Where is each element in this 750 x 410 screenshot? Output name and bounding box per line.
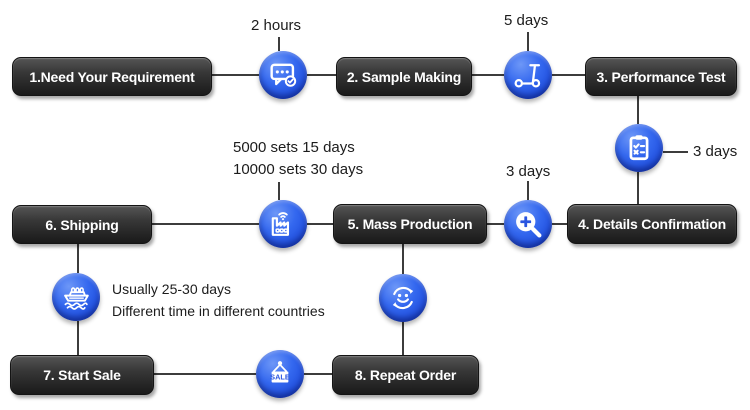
step-details-confirmation: 4. Details Confirmation bbox=[567, 204, 737, 244]
connector-line bbox=[485, 223, 504, 225]
connector-line bbox=[527, 181, 529, 200]
ship-glyph bbox=[64, 287, 89, 310]
connector-line bbox=[152, 373, 256, 375]
step-label: 1.Need Your Requirement bbox=[29, 68, 195, 85]
duration-test: 5 days bbox=[504, 12, 549, 29]
chat-check-glyph bbox=[270, 63, 297, 87]
connector-line bbox=[552, 223, 567, 225]
step-start-sale: 7. Start Sale bbox=[10, 355, 154, 395]
connector-line bbox=[307, 74, 336, 76]
connector-line bbox=[304, 373, 332, 375]
connector-line bbox=[470, 74, 504, 76]
connector-line bbox=[402, 242, 404, 274]
step-label: 3. Performance Test bbox=[596, 68, 726, 85]
connector-line bbox=[527, 32, 529, 51]
magnifier-plus-icon bbox=[504, 200, 552, 248]
production-capacity-line1: 5000 sets 15 days bbox=[233, 139, 355, 156]
step-sample-making: 2. Sample Making bbox=[336, 57, 472, 96]
shipping-note-line1: Usually 25-30 days bbox=[112, 281, 232, 297]
sale-sign-icon: SALE bbox=[256, 350, 304, 398]
step-label: 2. Sample Making bbox=[346, 68, 462, 85]
sale-sign-text: SALE bbox=[270, 373, 290, 382]
step-label: 5. Mass Production bbox=[347, 216, 473, 232]
connector-line bbox=[307, 223, 333, 225]
shipping-time-note: Usually 25-30 days Different time in dif… bbox=[112, 278, 325, 322]
shipping-note-line2: Different time in different countries bbox=[112, 303, 325, 319]
connector-line bbox=[663, 151, 688, 153]
step-label: 4. Details Confirmation bbox=[578, 216, 726, 232]
step-repeat-order: 8. Repeat Order bbox=[332, 355, 479, 395]
connector-line bbox=[637, 172, 639, 204]
step-performance-test: 3. Performance Test bbox=[585, 57, 737, 96]
smiley-repeat-glyph bbox=[392, 286, 414, 310]
step-shipping: 6. Shipping bbox=[12, 205, 152, 244]
step-label: 7. Start Sale bbox=[43, 367, 121, 383]
factory-icon bbox=[259, 200, 307, 248]
magnifier-glyph bbox=[516, 212, 542, 238]
duration-production-check: 3 days bbox=[506, 163, 551, 180]
connector-line bbox=[278, 37, 280, 51]
scooter-icon bbox=[504, 51, 552, 99]
connector-line bbox=[552, 74, 585, 76]
sale-sign-glyph: SALE bbox=[270, 361, 290, 383]
connector-line bbox=[278, 182, 280, 200]
production-capacity-note: 5000 sets 15 days 10000 sets 30 days bbox=[233, 137, 363, 181]
duration-sample: 2 hours bbox=[251, 17, 302, 34]
connector-line bbox=[637, 94, 639, 124]
step-need-your-requirement: 1.Need Your Requirement bbox=[12, 57, 212, 96]
step-label: 8. Repeat Order bbox=[354, 367, 457, 383]
connector-line bbox=[210, 74, 259, 76]
scooter-glyph bbox=[514, 64, 541, 88]
ship-icon bbox=[52, 273, 100, 321]
clipboard-checklist-icon bbox=[615, 124, 663, 172]
step-mass-production: 5. Mass Production bbox=[333, 204, 487, 244]
connector-line bbox=[77, 321, 79, 355]
duration-details: 3 days bbox=[693, 143, 738, 160]
connector-line bbox=[77, 242, 79, 273]
chat-check-icon bbox=[259, 51, 307, 99]
production-capacity-line2: 10000 sets 30 days bbox=[233, 161, 364, 178]
clipboard-glyph bbox=[629, 135, 649, 161]
smiley-repeat-icon bbox=[379, 274, 427, 322]
connector-line bbox=[150, 223, 259, 225]
step-label: 6. Shipping bbox=[45, 216, 119, 233]
factory-glyph bbox=[271, 212, 290, 236]
connector-line bbox=[402, 322, 404, 355]
